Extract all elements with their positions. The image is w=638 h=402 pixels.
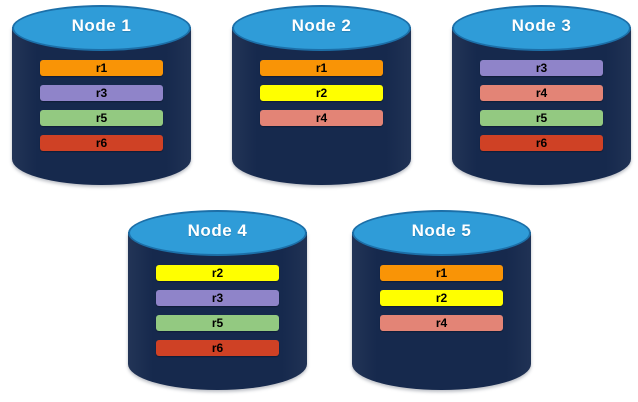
record-bar[interactable]: r2: [156, 265, 279, 281]
database-node-1[interactable]: Node 1 r1 r3 r5 r6: [12, 5, 191, 185]
cylinder-body: [452, 27, 631, 185]
cylinder-top-icon: [232, 5, 411, 51]
cylinder-body: [12, 27, 191, 185]
database-node-5[interactable]: Node 5 r1 r2 r4: [352, 210, 531, 390]
record-bar[interactable]: r1: [40, 60, 163, 76]
record-bar[interactable]: r4: [260, 110, 383, 126]
record-bar[interactable]: r5: [480, 110, 603, 126]
record-bar[interactable]: r6: [156, 340, 279, 356]
cylinder-body: [232, 27, 411, 185]
database-node-3[interactable]: Node 3 r3 r4 r5 r6: [452, 5, 631, 185]
record-list: r1 r2 r4: [380, 265, 503, 331]
record-bar[interactable]: r3: [40, 85, 163, 101]
cylinder-top-icon: [452, 5, 631, 51]
database-node-2[interactable]: Node 2 r1 r2 r4: [232, 5, 411, 185]
database-node-4[interactable]: Node 4 r2 r3 r5 r6: [128, 210, 307, 390]
record-bar[interactable]: r5: [40, 110, 163, 126]
record-bar[interactable]: r2: [380, 290, 503, 306]
record-list: r3 r4 r5 r6: [480, 60, 603, 151]
cylinder-top-icon: [128, 210, 307, 256]
record-bar[interactable]: r2: [260, 85, 383, 101]
record-bar[interactable]: r6: [480, 135, 603, 151]
cylinder-top-icon: [12, 5, 191, 51]
record-list: r2 r3 r5 r6: [156, 265, 279, 356]
record-bar[interactable]: r5: [156, 315, 279, 331]
record-list: r1 r2 r4: [260, 60, 383, 126]
record-bar[interactable]: r4: [480, 85, 603, 101]
cylinder-top-icon: [352, 210, 531, 256]
record-bar[interactable]: r6: [40, 135, 163, 151]
record-bar[interactable]: r3: [480, 60, 603, 76]
record-bar[interactable]: r4: [380, 315, 503, 331]
record-bar[interactable]: r1: [260, 60, 383, 76]
record-bar[interactable]: r3: [156, 290, 279, 306]
node-label: Node 1: [71, 16, 132, 35]
node-label: Node 5: [411, 221, 472, 240]
record-list: r1 r3 r5 r6: [40, 60, 163, 151]
cylinder-body: [352, 232, 531, 390]
cylinder-body: [128, 232, 307, 390]
node-label: Node 2: [291, 16, 352, 35]
node-label: Node 4: [187, 221, 248, 240]
record-bar[interactable]: r1: [380, 265, 503, 281]
node-label: Node 3: [511, 16, 572, 35]
